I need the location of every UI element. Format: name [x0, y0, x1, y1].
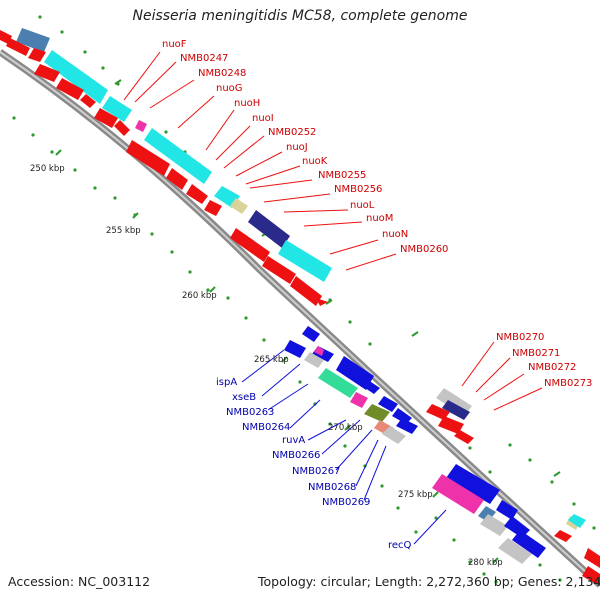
map-title: Neisseria meningitidis MC58, complete ge… — [132, 8, 468, 24]
scale-label: 280 kbp — [468, 558, 503, 568]
gene-label: nuoJ — [286, 142, 308, 153]
reverse-label-leaders — [241, 349, 447, 545]
gene-label: nuoN — [382, 229, 408, 240]
accession-text: Accession: NC_003112 — [8, 574, 151, 589]
gene-label: NMB0263 — [226, 407, 274, 418]
gene-label: ruvA — [282, 435, 305, 446]
gene-label: nuoL — [350, 200, 375, 211]
gene-label: NMB0260 — [400, 244, 448, 255]
gene-label: NMB0273 — [544, 378, 592, 389]
gene-label: NMB0252 — [268, 127, 316, 138]
gene-label: ispA — [216, 377, 237, 388]
scale-label: 250 kbp — [30, 164, 65, 174]
gene-label: NMB0264 — [242, 422, 290, 433]
gene-label: NMB0247 — [180, 53, 228, 64]
reverse-genes-middle — [284, 326, 418, 444]
genome-summary-text: Topology: circular; Length: 2,272,360 bp… — [258, 574, 600, 589]
scale-labels: 250 kbp 255 kbp 260 kbp 265 kbp 270 kbp … — [30, 164, 503, 568]
gene-label: xseB — [232, 392, 256, 403]
scale-label: 260 kbp — [182, 291, 217, 301]
gene-label: NMB0266 — [272, 450, 320, 461]
gene-label: nuoK — [302, 156, 328, 167]
gene-label: NMB0271 — [512, 348, 560, 359]
reverse-gene-labels: ispA xseB NMB0263 NMB0264 ruvA NMB0266 N… — [216, 377, 412, 551]
gene-label: NMB0248 — [198, 68, 246, 79]
gene-label: NMB0267 — [292, 466, 340, 477]
gene-label: NMB0256 — [334, 184, 382, 195]
scale-label: 265 kbp — [254, 355, 289, 365]
forward-label-leaders — [123, 51, 543, 411]
gene-label: NMB0268 — [308, 482, 356, 493]
scale-label: 270 kbp — [328, 423, 363, 433]
forward-genes-right — [426, 388, 600, 586]
gene-label: nuoM — [366, 213, 393, 224]
gene-label: nuoH — [234, 98, 260, 109]
scale-label: 255 kbp — [106, 226, 141, 236]
scale-ticks — [55, 79, 561, 564]
forward-genes-upper — [0, 28, 332, 306]
gene-label: nuoI — [252, 113, 274, 124]
gene-label: recQ — [388, 540, 412, 551]
gene-label: NMB0272 — [528, 362, 576, 373]
gene-label: NMB0270 — [496, 332, 544, 343]
forward-gene-labels: nuoF NMB0247 NMB0248 nuoG nuoH nuoI NMB0… — [162, 39, 592, 389]
gene-label: NMB0269 — [322, 497, 370, 508]
gene-label: nuoG — [216, 83, 243, 94]
gene-label: nuoF — [162, 39, 187, 50]
reverse-genes-bottom — [432, 464, 546, 564]
gene-label: NMB0255 — [318, 170, 366, 181]
scale-label: 275 kbp — [398, 490, 433, 500]
